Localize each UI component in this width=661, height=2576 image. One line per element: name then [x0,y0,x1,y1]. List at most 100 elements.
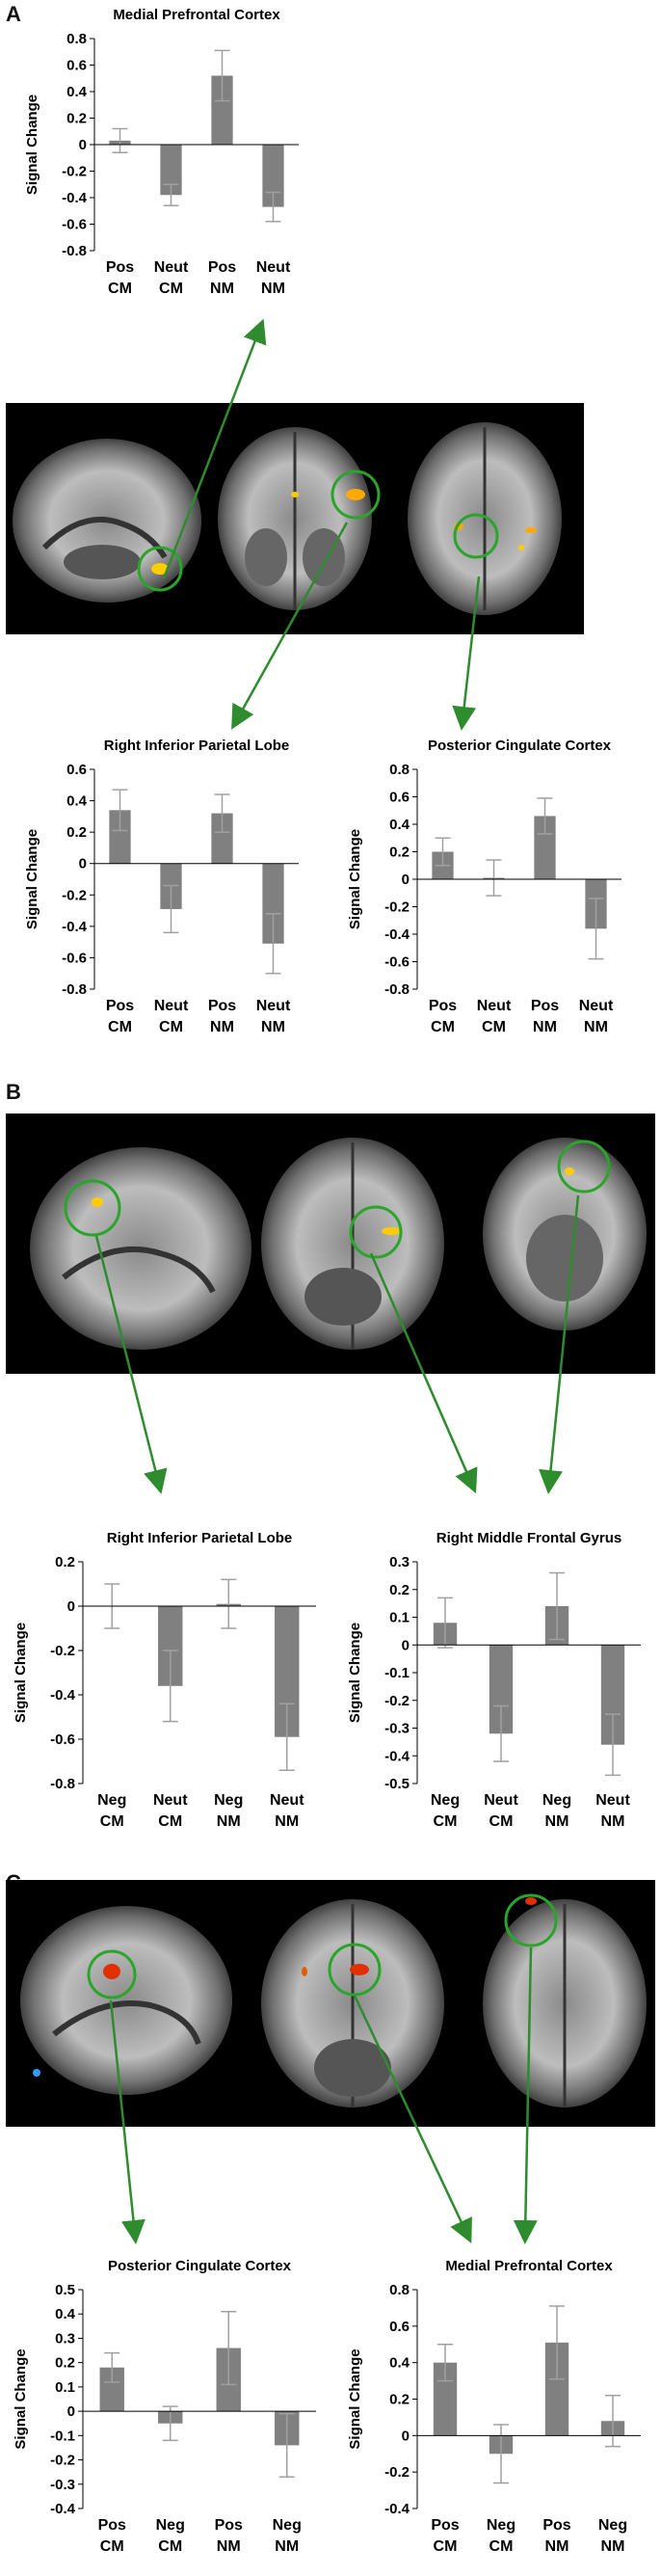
x-category-label: CM [100,2538,124,2555]
y-tick-label: -0.4 [50,1687,76,1704]
y-axis-label: Signal Change [347,1623,363,1723]
y-axis-label: Signal Change [24,94,40,195]
x-category-label: Neg [487,2517,516,2534]
y-tick-label: -0.3 [384,1721,410,1737]
y-tick-label: 0.2 [389,1582,410,1598]
axial-slice-b [483,1138,647,1330]
x-category-label: Pos [98,2517,126,2534]
x-category-label: NM [584,1019,608,1035]
y-tick-label: -0.4 [62,190,88,206]
roi-circle [328,1943,382,1997]
y-tick-label: -0.8 [62,243,87,259]
y-tick-label: 0.4 [55,2306,76,2322]
x-category-label: Neg [273,2517,302,2534]
x-category-label: CM [159,281,183,297]
x-category-label: Neut [595,1792,630,1809]
y-tick-label: -0.2 [384,899,410,916]
y-tick-label: -0.4 [62,919,88,935]
y-tick-label: 0.6 [66,762,87,778]
x-category-label: CM [159,1019,183,1035]
y-tick-label: 0.2 [55,2355,75,2372]
x-category-label: Neut [154,259,189,276]
y-tick-label: 0 [79,856,87,872]
activation-blob [92,1197,103,1207]
y-axis-label: Signal Change [13,2348,29,2449]
bar [534,816,556,879]
y-tick-label: -0.2 [50,1643,75,1659]
y-tick-label: -0.6 [62,950,87,966]
x-category-label: Neut [153,1792,188,1809]
x-category-label: NM [275,1813,299,1830]
x-category-label: NM [545,1813,569,1830]
x-category-label: NM [275,2538,299,2555]
y-tick-label: 0.4 [66,84,88,100]
y-tick-label: 0.6 [389,2319,410,2335]
y-axis-label: Signal Change [347,2348,363,2449]
x-category-label: Neut [270,1792,304,1809]
roi-circle [87,1949,137,1999]
axial-slice-c [483,1893,647,2107]
x-category-label: CM [158,2538,182,2555]
activation-blob [382,1227,401,1235]
y-tick-label: 0.5 [55,2282,75,2298]
y-tick-label: -0.2 [384,1693,410,1709]
x-category-label: Pos [208,259,236,276]
x-category-label: Pos [106,998,134,1014]
y-tick-label: 0.8 [389,2282,410,2298]
sagittal-slice-a [13,439,201,603]
y-tick-label: 0 [402,2428,410,2444]
x-category-label: CM [431,1019,455,1035]
roi-circle [504,1893,558,1947]
x-category-label: NM [217,2538,241,2555]
y-tick-label: 0.8 [389,762,410,778]
brain-image-strip-b [6,1114,655,1374]
y-tick-label: -0.2 [50,2453,75,2469]
chart-title: Right Inferior Parietal Lobe [104,738,290,754]
x-category-label: Neut [256,998,291,1014]
x-category-label: NM [601,2538,625,2555]
coronal-slice-b [261,1138,444,1350]
y-tick-label: -0.8 [62,981,87,998]
x-category-label: Neut [154,998,189,1014]
y-tick-label: 0 [67,1598,75,1615]
y-tick-label: 0.4 [389,817,410,833]
activation-blob [565,1167,574,1175]
sagittal-slice-b [30,1147,251,1350]
y-tick-label: 0.1 [55,2379,75,2396]
x-category-label: CM [100,1813,124,1830]
y-tick-label: -0.1 [384,1665,410,1681]
y-tick-label: -0.4 [50,2501,76,2517]
bar [109,810,131,864]
y-tick-label: 0.4 [66,793,88,810]
y-tick-label: -0.4 [384,1748,410,1764]
activation-blob [346,489,365,500]
y-tick-label: 0.3 [389,1554,410,1570]
x-category-label: CM [108,1019,132,1035]
chart-title: Posterior Cingulate Cortex [428,738,612,754]
y-tick-label: -0.8 [50,1776,75,1792]
x-category-label: NM [261,1019,285,1035]
x-category-label: NM [533,1019,557,1035]
x-category-label: Neg [542,1792,571,1809]
y-tick-label: 0 [79,137,87,153]
x-category-label: NM [601,1813,625,1830]
y-tick-label: 0 [402,1637,410,1653]
roi-circle [557,1140,611,1194]
chart-title: Medial Prefrontal Cortex [445,2258,613,2274]
roi-circle [330,470,381,520]
x-category-label: Neut [579,998,614,1014]
y-tick-label: 0.3 [55,2330,75,2347]
bar [211,813,233,864]
x-category-label: Pos [208,998,236,1014]
y-tick-label: -0.3 [50,2477,75,2493]
y-axis-label: Signal Change [347,829,363,929]
brain-image-strip-c [6,1880,655,2127]
x-category-label: NM [261,281,285,297]
